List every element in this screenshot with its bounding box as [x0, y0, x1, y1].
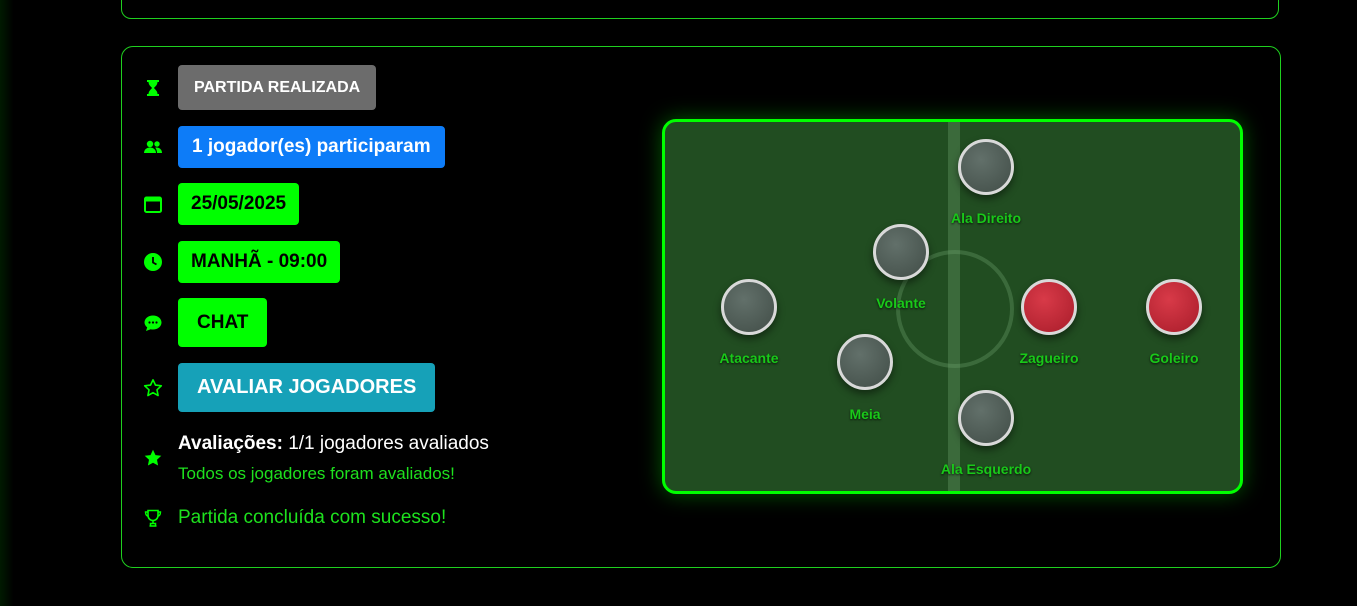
player-slot-atacante[interactable] — [721, 279, 777, 335]
rate-row: AVALIAR JOGADORES — [142, 363, 436, 412]
chat-row: CHAT — [142, 298, 268, 347]
evaluations-row: Avaliações: 1/1 jogadores avaliados Todo… — [142, 432, 489, 485]
status-badge: PARTIDA REALIZADA — [178, 65, 377, 110]
status-row: PARTIDA REALIZADA — [142, 65, 377, 110]
rate-players-button[interactable]: AVALIAR JOGADORES — [178, 363, 436, 412]
completion-message: Partida concluída com sucesso! — [178, 507, 447, 528]
time-badge: MANHÃ - 09:00 — [178, 241, 341, 283]
player-slot-goleiro[interactable] — [1146, 279, 1202, 335]
edge-glow — [0, 0, 14, 606]
evaluations-value: 1/1 jogadores avaliados — [288, 433, 489, 454]
completion-row: Partida concluída com sucesso! — [142, 507, 446, 529]
position-label: Ala Esquerdo — [940, 461, 1032, 477]
position-label: Zagueiro — [1019, 350, 1079, 366]
evaluations-label: Avaliações: — [178, 433, 283, 454]
hourglass-icon — [142, 77, 164, 99]
time-row: MANHÃ - 09:00 — [142, 241, 341, 283]
trophy-icon — [142, 507, 164, 529]
position-label: Volante — [876, 295, 926, 311]
users-icon — [142, 136, 164, 158]
field-center-circle — [896, 250, 1014, 368]
player-slot-zagueiro[interactable] — [1021, 279, 1077, 335]
position-label: Goleiro — [1149, 350, 1199, 366]
position-label: Ala Direito — [950, 210, 1022, 226]
star-outline-icon — [142, 377, 164, 399]
star-filled-icon — [142, 447, 164, 469]
player-slot-meia[interactable] — [837, 334, 893, 390]
player-slot-volante[interactable] — [873, 224, 929, 280]
calendar-icon — [142, 193, 164, 215]
participants-row: 1 jogador(es) participaram — [142, 126, 445, 168]
date-row: 25/05/2025 — [142, 183, 300, 225]
player-slot-ala-direito[interactable] — [958, 139, 1014, 195]
player-slot-ala-esquerdo[interactable] — [958, 390, 1014, 446]
evaluations-note: Todos os jogadores foram avaliados! — [178, 463, 455, 483]
chat-bubble-icon — [142, 312, 164, 334]
formation-field: Ala Direito Volante Atacante Zagueiro Go… — [662, 119, 1243, 494]
participants-badge: 1 jogador(es) participaram — [178, 126, 445, 168]
clock-icon — [142, 251, 164, 273]
chat-button[interactable]: CHAT — [178, 298, 268, 347]
evaluations-info: Avaliações: 1/1 jogadores avaliados Todo… — [178, 432, 489, 485]
match-card — [121, 46, 1281, 568]
position-label: Meia — [849, 406, 881, 422]
position-label: Atacante — [719, 350, 779, 366]
date-badge: 25/05/2025 — [178, 183, 300, 225]
previous-match-card — [121, 0, 1279, 19]
